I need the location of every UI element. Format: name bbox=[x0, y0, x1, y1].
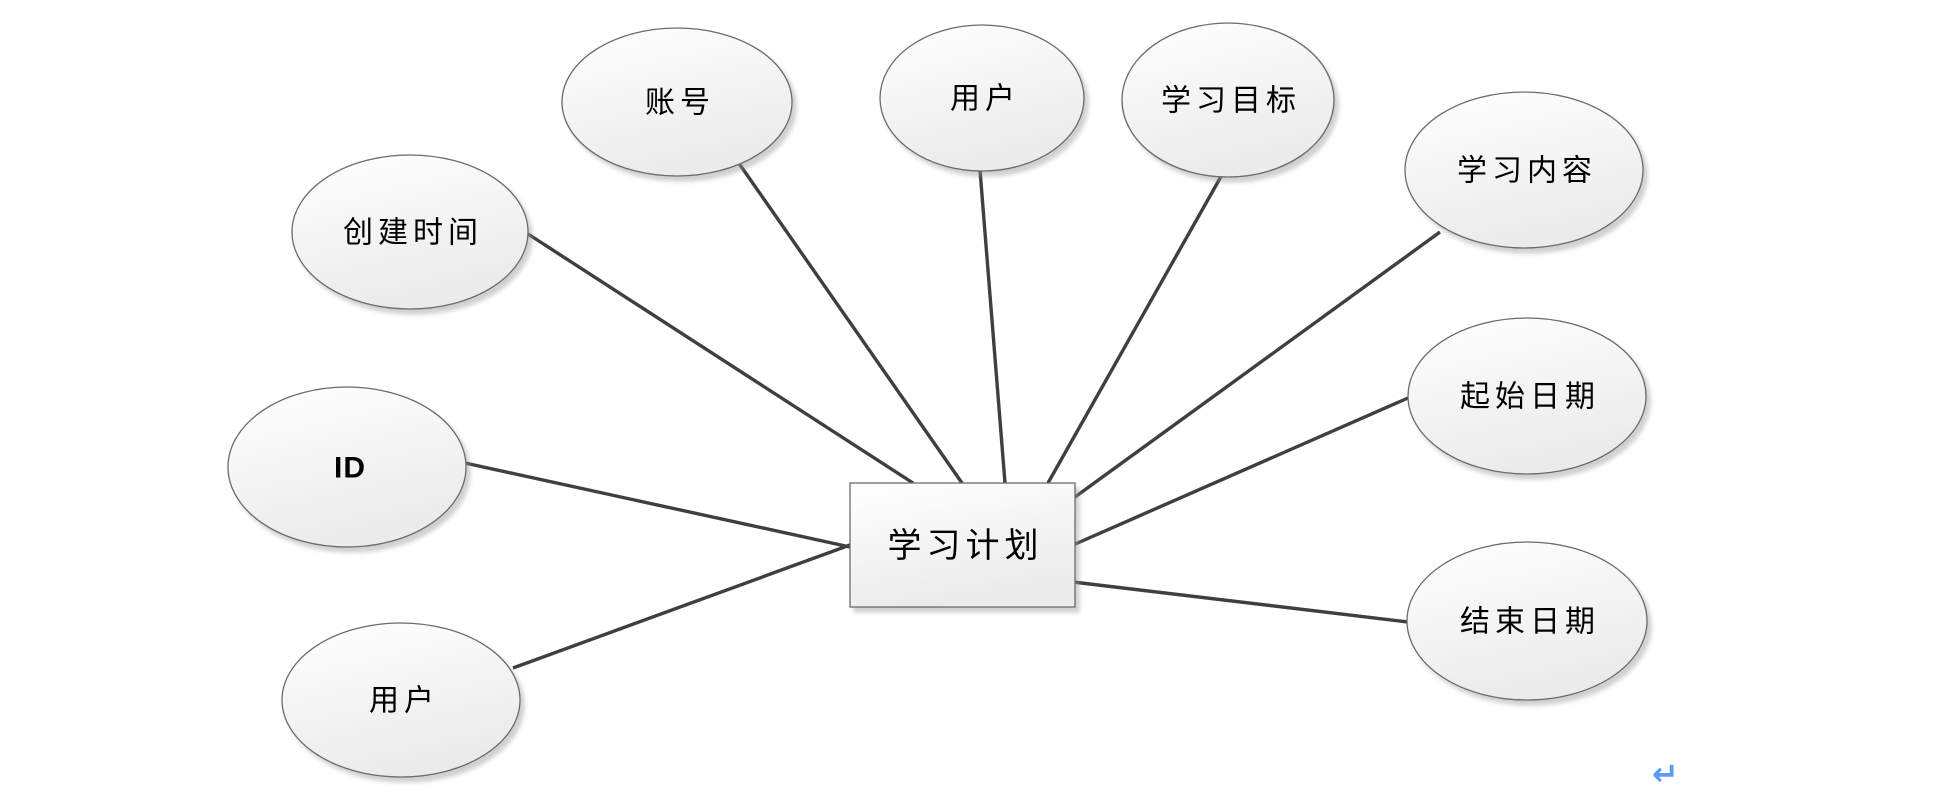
connector-line-8 bbox=[512, 543, 851, 670]
entity-rect[interactable] bbox=[849, 482, 1076, 608]
attribute-node-6[interactable]: 结束日期 bbox=[1406, 541, 1648, 701]
attribute-ellipse[interactable] bbox=[561, 27, 793, 177]
attribute-ellipse[interactable] bbox=[227, 386, 467, 548]
connector-line-7 bbox=[464, 461, 851, 549]
connector-line-3 bbox=[1046, 172, 1225, 484]
attribute-ellipse[interactable] bbox=[1121, 22, 1335, 178]
attribute-ellipse[interactable] bbox=[1406, 541, 1648, 701]
attribute-label: 学习目标 bbox=[1161, 85, 1301, 118]
attribute-node-3[interactable]: 学习目标 bbox=[1121, 22, 1335, 178]
attribute-ellipse[interactable] bbox=[291, 154, 529, 310]
attribute-node-4[interactable]: 学习内容 bbox=[1404, 91, 1644, 249]
attribute-label: ID bbox=[334, 452, 366, 485]
attribute-label: 起始日期 bbox=[1460, 381, 1600, 414]
attribute-label: 用户 bbox=[369, 685, 439, 718]
attribute-node-1[interactable]: 账号 bbox=[561, 27, 793, 177]
attribute-label: 账号 bbox=[645, 87, 715, 120]
connector-line-5 bbox=[1072, 396, 1409, 547]
connector-lines-layer bbox=[464, 161, 1441, 670]
attribute-node-5[interactable]: 起始日期 bbox=[1407, 317, 1647, 475]
connector-line-0 bbox=[527, 232, 914, 485]
paragraph-return-mark[interactable]: ↵ bbox=[1652, 755, 1679, 793]
attribute-node-8[interactable]: 用户 bbox=[281, 622, 521, 778]
attribute-ellipse[interactable] bbox=[1407, 317, 1647, 475]
attribute-ellipse[interactable] bbox=[1404, 91, 1644, 249]
attribute-nodes-layer: 创建时间账号用户学习目标学习内容起始日期结束日期ID用户 bbox=[227, 22, 1648, 778]
attribute-ellipse[interactable] bbox=[879, 24, 1085, 172]
attribute-label: 结束日期 bbox=[1460, 606, 1600, 639]
attribute-ellipse[interactable] bbox=[281, 622, 521, 778]
attribute-node-0[interactable]: 创建时间 bbox=[291, 154, 529, 310]
connector-line-1 bbox=[736, 161, 964, 484]
connector-line-4 bbox=[1074, 230, 1441, 499]
entity-node[interactable]: 学习计划 bbox=[849, 482, 1076, 608]
connector-line-6 bbox=[1072, 580, 1409, 624]
attribute-label: 学习内容 bbox=[1457, 155, 1597, 188]
entity-label: 学习计划 bbox=[888, 527, 1044, 565]
attribute-node-7[interactable]: ID bbox=[227, 386, 467, 548]
attribute-node-2[interactable]: 用户 bbox=[879, 24, 1085, 172]
attribute-label: 创建时间 bbox=[343, 217, 483, 250]
attribute-label: 用户 bbox=[950, 83, 1020, 116]
connector-line-2 bbox=[978, 169, 1007, 484]
